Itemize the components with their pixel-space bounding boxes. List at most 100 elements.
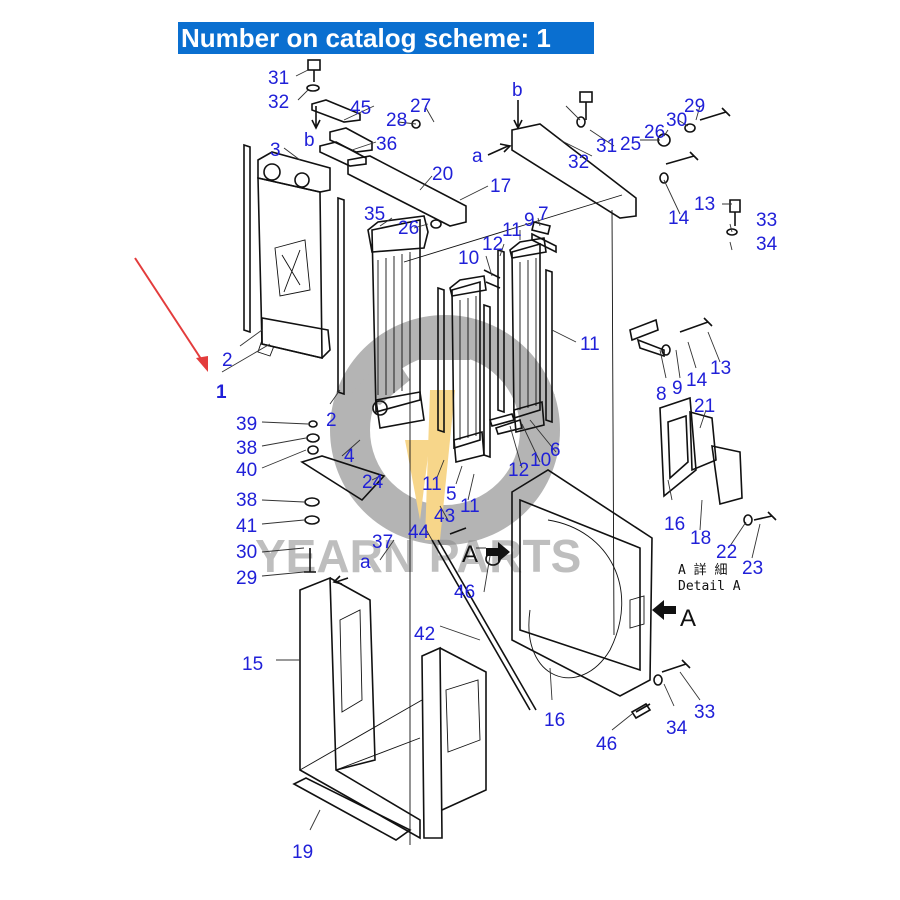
callout-label: 33 <box>756 210 777 231</box>
callout-label: 13 <box>710 358 731 379</box>
callout-label: 33 <box>694 702 715 723</box>
callout-label: 11 <box>580 334 600 355</box>
fan-shroud <box>511 469 653 697</box>
clip <box>629 318 665 358</box>
plate <box>689 410 717 472</box>
callout-label: 5 <box>446 484 457 505</box>
callout-label: 7 <box>538 204 549 225</box>
callout-label: 13 <box>694 194 715 215</box>
seal-strip <box>483 303 491 459</box>
callout-label: 11 <box>460 496 480 517</box>
small-bracket <box>319 141 367 167</box>
callout-label: 29 <box>684 96 705 117</box>
callout-label: 44 <box>408 522 430 543</box>
callout-label: 20 <box>432 164 453 185</box>
callout-label: 31 <box>596 136 617 157</box>
arrow-icon <box>487 143 512 156</box>
detail-caption-jp: A 詳 細 <box>678 562 727 578</box>
red-arrow-icon <box>134 257 208 372</box>
page-title: Number on catalog scheme: 1 <box>178 22 594 54</box>
callout-label: 46 <box>596 734 617 755</box>
detail-a-marker: A <box>680 605 696 632</box>
callout-label: 24 <box>362 472 384 493</box>
callout-label: 12 <box>482 234 503 255</box>
callout-label: 32 <box>568 152 589 173</box>
callout-label: 22 <box>716 542 737 563</box>
callout-label: 37 <box>372 532 393 553</box>
top-bracket <box>511 123 637 219</box>
callout-label: 41 <box>236 516 257 537</box>
seal-strip <box>243 143 251 334</box>
callout-label: 30 <box>236 542 257 563</box>
callout-label: 17 <box>490 176 511 197</box>
lower-frame <box>299 576 487 840</box>
callout-label: 9 <box>524 210 535 231</box>
callout-label: 40 <box>236 460 257 481</box>
oil-cooler <box>367 215 429 429</box>
watermark-gear-icon <box>330 315 560 545</box>
callout-label: 34 <box>756 234 778 255</box>
arrow-right-icon <box>486 542 510 562</box>
callout-label: b <box>304 130 315 151</box>
callout-label: 30 <box>666 110 687 131</box>
callout-label: 25 <box>620 134 641 155</box>
support-bar <box>347 155 467 227</box>
callout-label: 35 <box>364 204 385 225</box>
callout-label: 29 <box>236 568 257 589</box>
callout-label: 23 <box>742 558 763 579</box>
aftercooler-core <box>449 275 487 464</box>
callout-label: 9 <box>672 378 683 399</box>
callout-label: 28 <box>386 110 407 131</box>
seal-strip <box>337 196 345 396</box>
arrow-down-icon <box>513 100 523 130</box>
clip <box>483 269 501 289</box>
arrow-down-icon <box>311 106 321 130</box>
callout-label: a <box>472 146 483 167</box>
callout-label: b <box>512 80 523 101</box>
callout-label: 26 <box>398 218 419 239</box>
rubber-seal <box>667 414 689 480</box>
fuel-cooler-core <box>509 237 547 434</box>
callout-labels: 31 32 45 28 27 3 b 36 20 17 a b 32 31 25… <box>216 68 778 863</box>
support-rod <box>437 539 537 711</box>
callout-label: 11 <box>502 220 522 241</box>
support-rod <box>431 539 531 711</box>
plate <box>711 444 743 506</box>
callout-label: 14 <box>668 208 690 229</box>
radiator-core <box>257 151 331 360</box>
callout-label: 32 <box>268 92 289 113</box>
callout-label: 34 <box>666 718 688 739</box>
callout-label: 10 <box>530 450 551 471</box>
callout-label: 38 <box>236 438 257 459</box>
callout-label: 15 <box>242 654 263 675</box>
rubber-seal <box>659 396 697 498</box>
rubber-strip <box>292 777 412 841</box>
callout-label: 10 <box>458 248 479 269</box>
callout-label: 12 <box>508 460 529 481</box>
callout-label: 16 <box>664 514 685 535</box>
callout-label: 38 <box>236 490 257 511</box>
callout-label: 11 <box>422 474 442 495</box>
callout-label: 45 <box>350 98 371 119</box>
callout-label: 27 <box>410 96 431 117</box>
leader-lines <box>221 69 761 831</box>
detail-a-marker: A <box>462 541 478 568</box>
clamp <box>630 702 652 720</box>
arrow-icon <box>332 575 349 585</box>
callout-label: 18 <box>690 528 711 549</box>
mount-bracket <box>300 455 386 502</box>
callout-label: 2 <box>222 350 233 371</box>
callout-label: 16 <box>544 710 565 731</box>
callout-label: 36 <box>376 134 397 155</box>
callout-label: 2 <box>326 410 337 431</box>
callout-label: 19 <box>292 842 313 863</box>
callout-label: 6 <box>550 440 561 461</box>
callout-label: a <box>360 552 371 573</box>
callout-label: 43 <box>434 506 455 527</box>
clip <box>531 221 557 254</box>
arrow-left-icon <box>652 600 676 620</box>
callout-label: 39 <box>236 414 257 435</box>
seal-strip <box>545 268 553 424</box>
callout-label: 4 <box>344 446 355 467</box>
